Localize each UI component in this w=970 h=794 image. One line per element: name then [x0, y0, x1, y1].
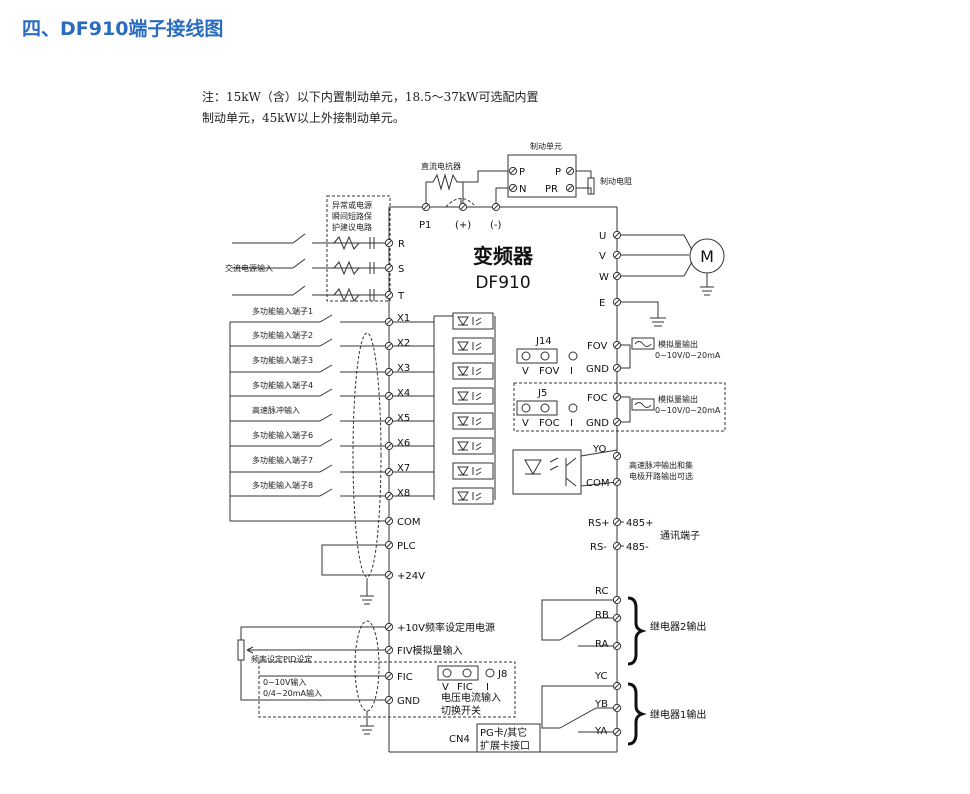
j14-v: V [522, 366, 529, 377]
term-ra: RA [595, 639, 609, 650]
term-rs-minus: RS- [590, 542, 607, 553]
freq-pid-label: 频率设定PID设定 [251, 654, 312, 664]
term-s: S [398, 264, 404, 275]
fic-input-1: 0~10V输入 [263, 677, 306, 687]
analog-out-2: 模拟量输出 [658, 394, 698, 404]
term-rc: RC [595, 586, 608, 597]
term-x3: X3 [397, 363, 410, 374]
brake-pr-out: PR [545, 184, 558, 195]
port-485-plus: 485+ [626, 518, 653, 529]
protect-label-2: 瞬间短路保 [332, 211, 372, 221]
switch-text-1: 电压电流输入 [441, 691, 501, 704]
model-name: DF910 [475, 273, 530, 293]
x-label-6: 多功能输入端子6 [252, 430, 313, 440]
term-x4: X4 [397, 388, 410, 399]
fic-input-2: 0/4~20mA输入 [263, 688, 322, 698]
term-gnd: GND [397, 696, 420, 707]
port-485-minus: 485- [626, 542, 649, 553]
term-x7: X7 [397, 463, 410, 474]
dc-term-p1: P1 [419, 220, 431, 231]
j8-i: I [486, 682, 489, 693]
brake-resistor-label: 制动电阻 [600, 176, 632, 186]
x-label-3: 多功能输入端子3 [252, 355, 313, 365]
term-plc: PLC [397, 541, 416, 552]
term-rb: RB [595, 610, 609, 621]
note: 注：15kW（含）以下内置制动单元，18.5～37kW可选配内置 制动单元，45… [202, 87, 538, 129]
x-label-2: 多功能输入端子2 [252, 330, 313, 340]
j5-foc: FOC [539, 418, 560, 429]
term-fiv: FIV模拟量输入 [397, 644, 463, 657]
analog-range-2: 0~10V/0~20mA [655, 406, 721, 415]
j8-fic: FIC [457, 682, 473, 693]
hs-out-1: 高速脉冲输出和集 [629, 460, 693, 470]
term-foc: FOC [587, 393, 608, 404]
motor-symbol: M [700, 247, 714, 266]
j5-v: V [522, 418, 529, 429]
term-yo: YO [592, 444, 607, 455]
term-x6: X6 [397, 438, 410, 449]
term-x5: X5 [397, 413, 410, 424]
brake-p-out: P [555, 167, 561, 178]
relay2-label: 继电器2输出 [650, 620, 706, 633]
term-x2: X2 [397, 338, 410, 349]
term-rs-plus: RS+ [588, 518, 610, 529]
term-yb: YB [594, 699, 608, 710]
analog-out-1: 模拟量输出 [658, 339, 698, 349]
j5-label: J5 [537, 388, 547, 399]
analog-range-1: 0~10V/0~20mA [655, 351, 721, 360]
x-label-4: 多功能输入端子4 [252, 380, 313, 390]
cn4-label: CN4 [449, 734, 470, 745]
j8-label: J8 [497, 669, 507, 680]
term-24v: +24V [397, 571, 425, 582]
main-title: 变频器 [473, 244, 534, 268]
j14-i: I [570, 366, 573, 377]
comm-port-label: 通讯端子 [660, 529, 700, 542]
j8-v: V [442, 682, 449, 693]
hs-out-2: 电极开路输出可选 [629, 471, 693, 481]
term-gnd-2: GND [586, 418, 609, 429]
dc-term-minus: (-) [490, 220, 502, 231]
brake-unit-label: 制动单元 [530, 141, 562, 151]
x-label-7: 多功能输入端子7 [252, 455, 313, 465]
j5-i: I [570, 418, 573, 429]
page-heading: 四、DF910端子接线图 [22, 18, 224, 40]
protect-label-1: 异常或电源 [332, 200, 372, 210]
term-com: COM [397, 517, 420, 528]
x-label-5: 高速脉冲输入 [252, 405, 300, 415]
term-u: U [599, 231, 606, 242]
term-ya: YA [594, 726, 607, 737]
brake-p-in: P [519, 167, 525, 178]
ac-input-label: 交流电源输入 [225, 263, 273, 273]
term-x1: X1 [397, 313, 410, 324]
term-com-right: COM [586, 478, 609, 489]
note-line-2: 制动单元，45kW以上外接制动单元。 [202, 111, 405, 125]
term-v: V [599, 251, 606, 262]
term-e: E [599, 298, 605, 309]
j14-fov: FOV [539, 366, 559, 377]
term-fic: FIC [397, 672, 413, 683]
x-label-8: 多功能输入端子8 [252, 480, 313, 490]
term-t: T [397, 291, 405, 302]
dc-reactor-label: 直流电抗器 [421, 161, 461, 171]
x-label-1: 多功能输入端子1 [252, 306, 313, 316]
term-10v: +10V频率设定用电源 [397, 621, 495, 634]
brake-n-in: N [519, 184, 526, 195]
term-x8: X8 [397, 488, 410, 499]
pg-card-1: PG卡/其它 [480, 726, 527, 739]
relay1-label: 继电器1输出 [650, 708, 706, 721]
term-fov: FOV [587, 341, 607, 352]
term-yc: YC [594, 671, 608, 682]
term-w: W [599, 272, 609, 283]
term-r: R [398, 239, 405, 250]
switch-text-2: 切换开关 [441, 704, 481, 717]
term-gnd-1: GND [586, 364, 609, 375]
protect-label-3: 护建议电路 [332, 222, 372, 232]
note-line-1: 注：15kW（含）以下内置制动单元，18.5～37kW可选配内置 [202, 90, 539, 104]
pg-card-2: 扩展卡接口 [480, 739, 530, 752]
dc-term-plus: (+) [455, 220, 471, 231]
j14-label: J14 [535, 336, 552, 347]
